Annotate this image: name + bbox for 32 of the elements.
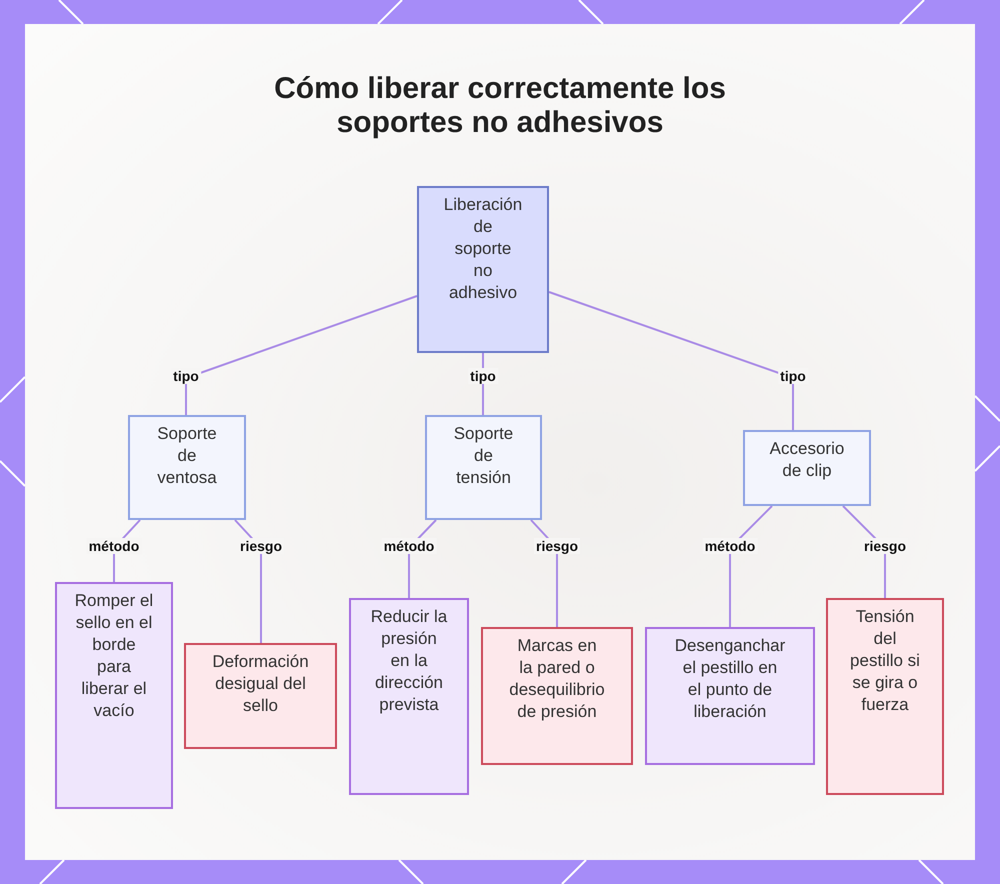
process-box (826, 598, 944, 795)
process-box (417, 186, 549, 353)
process-box (184, 643, 337, 749)
edge-label: método (702, 538, 758, 554)
process-box (743, 430, 871, 506)
edge-label: tipo (778, 368, 808, 384)
node-label: Soporte de tensión (452, 423, 514, 489)
node-label: Reducir la presión en la dirección prevista (370, 606, 448, 716)
connector-line (185, 295, 418, 415)
title: Cómo liberar correctamente los soportes no adhesivos (273, 72, 727, 140)
edge-label: tipo (171, 368, 201, 384)
node-label: Marcas en la pared o desequilibrio de presión (509, 635, 605, 723)
edge-label: riesgo (534, 538, 580, 554)
node-label: Romper el sello en el borde para liberar el vacío (74, 590, 154, 722)
process-box (481, 627, 633, 765)
edge-label: riesgo (238, 538, 284, 554)
process-box (55, 582, 173, 809)
node-label: Soporte de ventosa (156, 423, 218, 489)
edge-label: tipo (468, 368, 498, 384)
process-box (349, 598, 469, 795)
process-box (645, 627, 815, 765)
node-label: Deformación desigual del sello (211, 651, 310, 717)
edge-label: método (86, 538, 142, 554)
connector-line (548, 291, 794, 430)
edge-label: riesgo (862, 538, 908, 554)
node-label: Tensión del pestillo si se gira o fuerza (849, 606, 921, 716)
node-label: Accesorio de clip (768, 438, 846, 482)
node-label: Liberación de soporte no adhesivo (444, 194, 522, 304)
process-box (425, 415, 542, 520)
node-label: Desenganchar el pestillo en el punto de liberación (674, 635, 786, 723)
process-box (128, 415, 246, 520)
edge-label: método (382, 538, 436, 554)
